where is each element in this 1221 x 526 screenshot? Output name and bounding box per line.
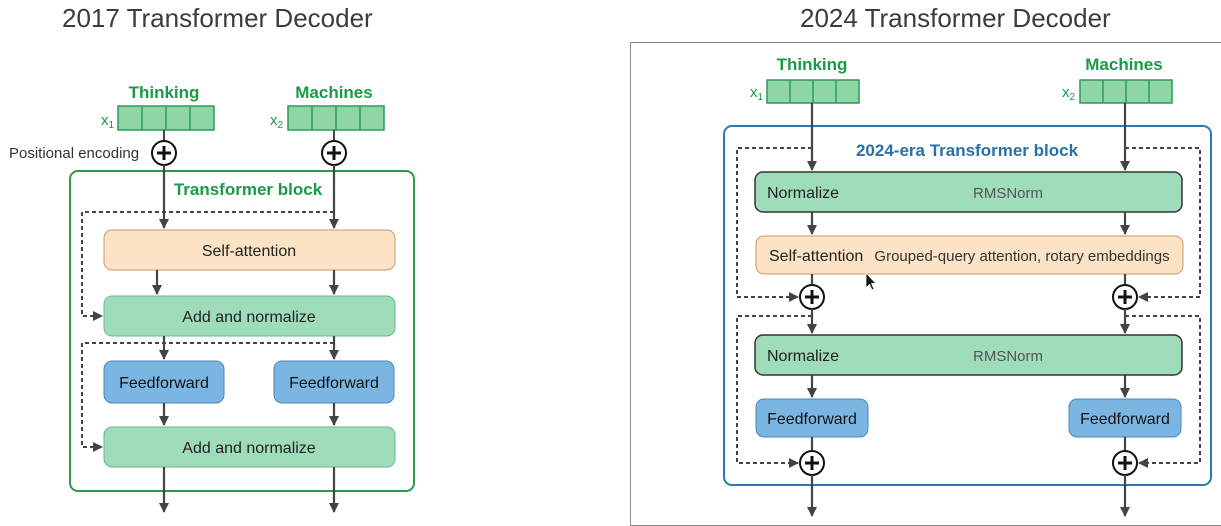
right-diagram: Thinking x1 Machines x2 2024-era Transfo… [723, 55, 1212, 517]
left-input-symbol-1: x1 [101, 112, 115, 131]
left-feedforward-label-2: Feedforward [289, 375, 379, 392]
right-diagram-title: 2024 Transformer Decoder [800, 3, 1111, 33]
right-transformer-block-frame [723, 125, 1212, 486]
right-token-vector-1 [766, 79, 860, 104]
left-input-word-1: Thinking [129, 83, 200, 102]
left-input-symbol-2: x2 [270, 112, 284, 131]
left-diagram: Thinking x1 Machines x2 Positional encod… [9, 83, 415, 513]
left-self-attention-label: Self-attention [202, 243, 296, 260]
right-self-attention-box [755, 235, 1184, 275]
right-feedforward-label-1: Feedforward [767, 411, 857, 428]
left-token-vector-1 [117, 105, 215, 131]
right-input-symbol-2: x2 [1062, 84, 1076, 103]
right-block-label: 2024-era Transformer block [856, 141, 1079, 160]
right-rmsnorm-label-2: RMSNorm [973, 348, 1043, 365]
right-input-word-1: Thinking [777, 55, 848, 74]
right-rmsnorm-label-1: RMSNorm [973, 185, 1043, 202]
right-input-word-2: Machines [1085, 55, 1162, 74]
right-residual-add-icon-1 [799, 284, 825, 310]
left-feedforward-label-1: Feedforward [119, 375, 209, 392]
left-add-normalize-box-2 [103, 426, 396, 468]
right-input-symbol-1: x1 [750, 84, 764, 103]
left-input-word-2: Machines [295, 83, 372, 102]
right-normalize-label-1: Normalize [767, 185, 839, 202]
left-transformer-block-frame [69, 170, 415, 492]
right-token-vector-2 [1079, 79, 1173, 104]
right-normalize-box-2 [754, 334, 1183, 376]
right-normalize-box-1 [754, 171, 1183, 213]
right-residual-add-icon-4 [1112, 450, 1138, 476]
left-diagram-title: 2017 Transformer Decoder [62, 3, 373, 33]
right-self-attention-label: Self-attention [769, 248, 863, 265]
left-add-normalize-label-1: Add and normalize [182, 309, 316, 326]
left-block-label: Transformer block [174, 180, 323, 199]
right-residual-add-icon-2 [1112, 284, 1138, 310]
left-add-normalize-label-2: Add and normalize [182, 440, 316, 457]
right-attention-description: Grouped-query attention, rotary embeddin… [874, 248, 1169, 265]
left-add-normalize-box-1 [103, 295, 396, 337]
right-normalize-label-2: Normalize [767, 348, 839, 365]
left-self-attention-box [103, 229, 396, 271]
right-feedforward-label-2: Feedforward [1080, 411, 1170, 428]
left-token-vector-2 [287, 105, 385, 131]
positional-encoding-label: Positional encoding [9, 145, 139, 162]
positional-add-icon-2 [321, 140, 347, 166]
right-residual-add-icon-3 [799, 450, 825, 476]
positional-add-icon-1 [151, 140, 177, 166]
mouse-cursor-icon [865, 272, 877, 291]
